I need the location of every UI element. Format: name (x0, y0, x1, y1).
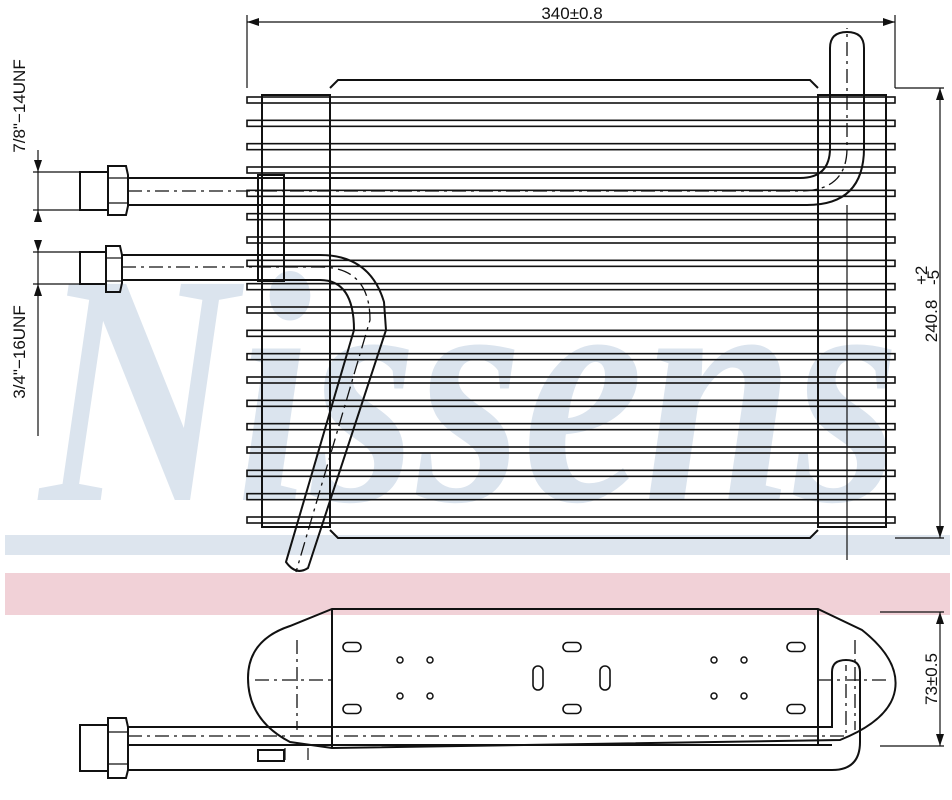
mounting-hole (396, 692, 404, 700)
core-fin (246, 399, 896, 408)
mounting-slot (562, 641, 582, 653)
core-fin (246, 119, 896, 128)
lower-thread-label: 3/4"−16UNF (10, 305, 29, 398)
front-view (33, 15, 944, 573)
core-fin (246, 282, 896, 291)
mounting-slot (342, 703, 362, 715)
core-fin (246, 516, 896, 524)
right-header-tank (817, 94, 887, 528)
height-dimension-label: 240.8 +2 -5 (912, 266, 943, 343)
depth-dimension-label: 73±0.5 (922, 653, 941, 705)
upper-fitting (79, 165, 129, 216)
mounting-hole (426, 692, 434, 700)
core-fin (246, 259, 896, 268)
mounting-slot (599, 665, 611, 691)
watermark-band-blue (5, 535, 950, 555)
watermark: Nissens (5, 207, 950, 615)
core-fin (246, 96, 896, 104)
upper-thread-text: 7/8"−14UNF (10, 59, 29, 152)
core-fins (246, 96, 896, 524)
side-view (79, 608, 944, 779)
core-fin (246, 306, 896, 314)
core-fin (246, 446, 896, 454)
mounting-slot (562, 703, 582, 715)
mounting-hole (426, 656, 434, 664)
side-pipe-outer (128, 658, 861, 771)
depth-value: 73±0.5 (922, 653, 941, 705)
side-fitting (79, 717, 129, 779)
lower-pipe-outer (122, 254, 388, 572)
lower-fitting (79, 245, 123, 293)
width-dimension-label: 340±0.8 (541, 4, 602, 23)
pipe-clip (257, 749, 285, 762)
mounting-slots (342, 641, 806, 715)
core-bottom-plate (329, 529, 819, 539)
core-fin (246, 212, 896, 221)
upper-pipe-outer (128, 30, 865, 206)
mounting-slot (786, 703, 806, 715)
core-fin (246, 492, 896, 501)
mounting-slot (532, 665, 544, 691)
height-value: 240.8 (922, 300, 941, 343)
mounting-hole (740, 656, 748, 664)
mounting-hole (740, 692, 748, 700)
upper-thread-label: 7/8"−14UNF (10, 59, 29, 152)
core-fin (246, 352, 896, 361)
core-fin (246, 189, 896, 198)
core-fin (246, 376, 896, 384)
core-fin (246, 236, 896, 244)
mounting-slot (786, 641, 806, 653)
core-top-plate (329, 79, 819, 89)
height-tolerance-upper: +2 (912, 266, 931, 285)
mounting-hole (710, 656, 718, 664)
mounting-hole (710, 692, 718, 700)
core-fin (246, 166, 896, 174)
height-tolerance-lower: -5 (924, 270, 943, 285)
core-fin (246, 329, 896, 338)
mounting-slot (342, 641, 362, 653)
mounting-hole (396, 656, 404, 664)
core-fin (246, 422, 896, 431)
watermark-logo-text: Nissens (36, 207, 900, 572)
core-fin (246, 469, 896, 478)
lower-thread-text: 3/4"−16UNF (10, 305, 29, 398)
core-fin (246, 142, 896, 151)
